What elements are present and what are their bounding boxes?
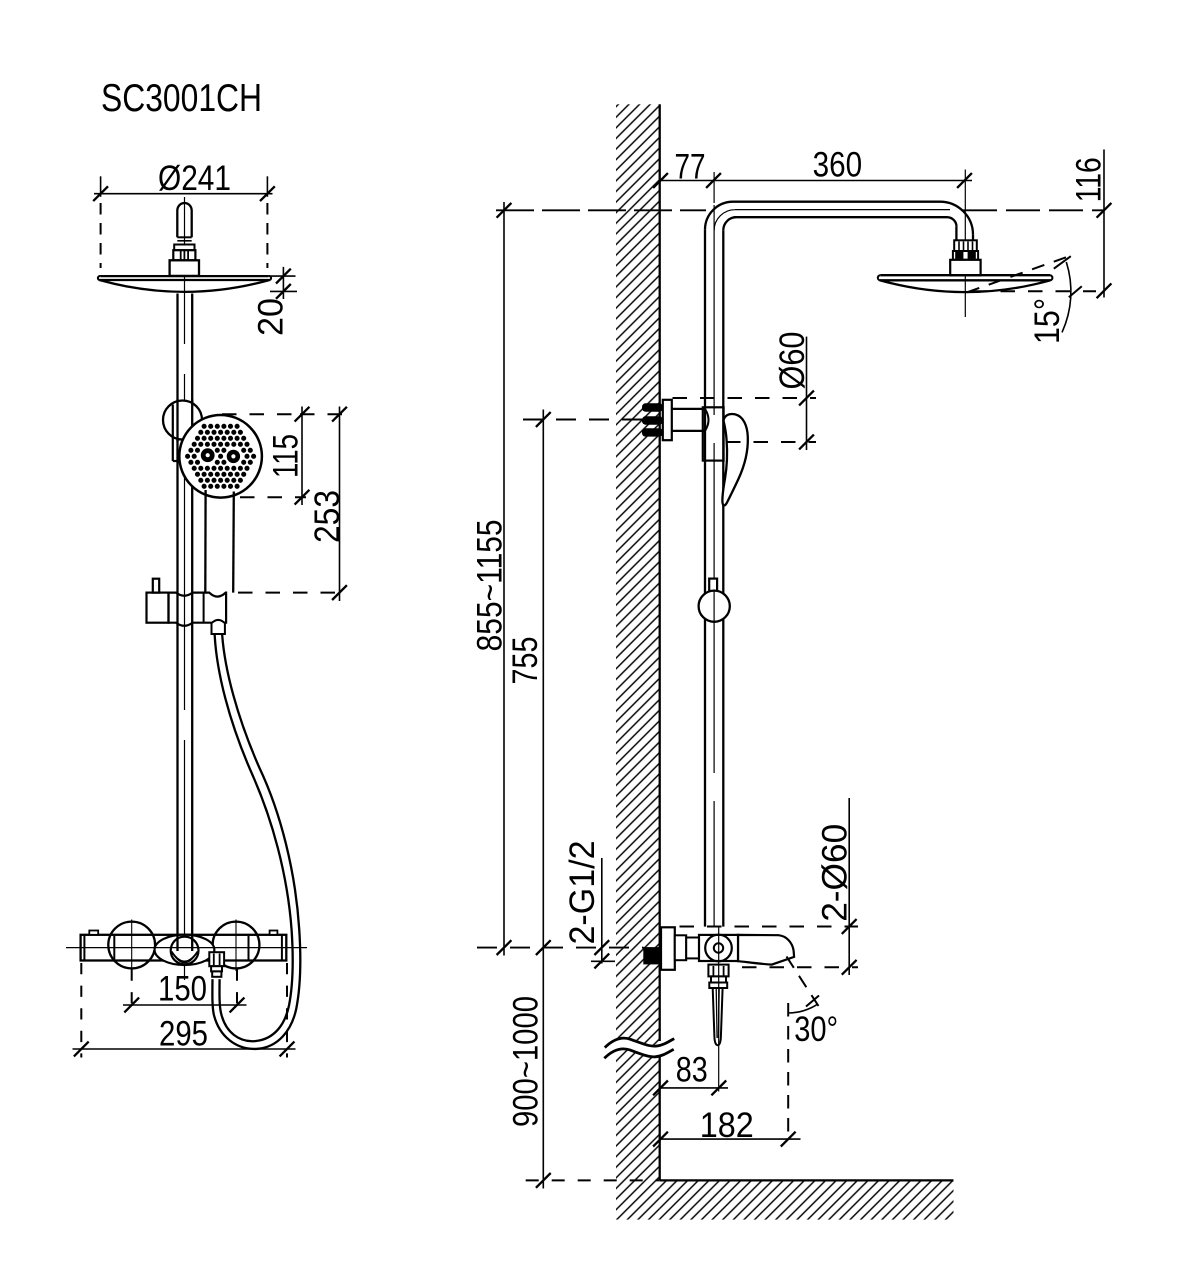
svg-text:20: 20 <box>252 298 291 336</box>
svg-text:150: 150 <box>158 970 207 1009</box>
svg-text:360: 360 <box>813 146 863 185</box>
svg-text:755: 755 <box>506 637 545 685</box>
svg-text:900~1000: 900~1000 <box>507 996 546 1127</box>
svg-text:SC3001CH: SC3001CH <box>101 77 262 120</box>
svg-text:253: 253 <box>308 490 347 543</box>
svg-text:77: 77 <box>675 147 706 186</box>
svg-text:115: 115 <box>267 434 306 478</box>
svg-text:15°: 15° <box>1028 298 1067 344</box>
svg-text:83: 83 <box>676 1050 708 1089</box>
svg-text:116: 116 <box>1070 157 1109 202</box>
svg-text:Ø241: Ø241 <box>158 159 231 198</box>
svg-text:30°: 30° <box>794 1010 838 1049</box>
svg-text:295: 295 <box>159 1015 208 1054</box>
svg-text:855~1155: 855~1155 <box>471 519 510 651</box>
svg-text:182: 182 <box>700 1106 754 1145</box>
svg-text:Ø60: Ø60 <box>773 332 812 390</box>
svg-text:2-G1/2: 2-G1/2 <box>563 841 602 945</box>
svg-text:2-Ø60: 2-Ø60 <box>816 824 855 922</box>
